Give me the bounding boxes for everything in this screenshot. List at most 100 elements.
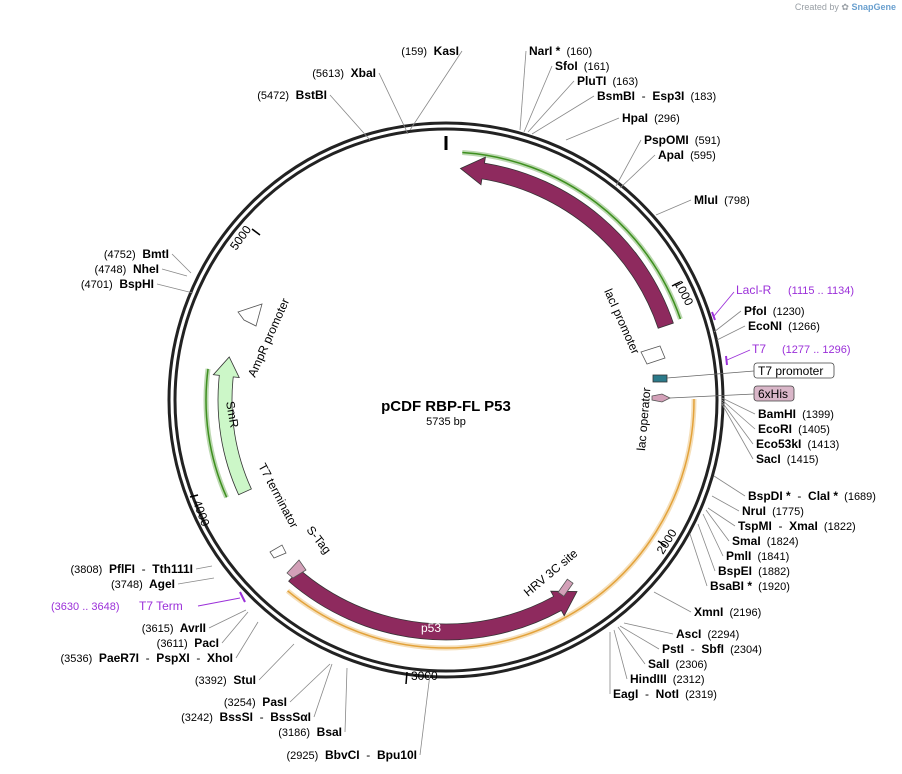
site-leader [617, 626, 646, 665]
site-label-part: (2312) [667, 674, 705, 686]
snapgene-logo-icon: ✿ [841, 2, 849, 12]
site-label: (4752) BmtI [104, 247, 169, 261]
site-label-part: BssSI [213, 710, 253, 724]
site-label-part: BstBI [289, 88, 327, 102]
site-pluti: PluTI (163) [527, 74, 638, 133]
site-label: PfoI (1230) [744, 304, 805, 318]
site-label-part: PfoI [744, 304, 767, 318]
site-leader [721, 399, 756, 430]
site-label-part: BbvCI [318, 748, 359, 762]
site-nhei: (4748) NheI [95, 262, 188, 277]
primer-t7-range: (1277 .. 1296) [782, 344, 851, 356]
site-sfoi: SfoI (161) [523, 59, 609, 133]
hrv3c-feature [557, 578, 574, 597]
site-label: (3748) AgeI [111, 577, 175, 591]
site-label: XmnI (2196) [694, 605, 761, 619]
small-features [237, 303, 671, 597]
site-pasi: (3254) PasI [224, 663, 331, 709]
site-label-part: XhoI [200, 651, 233, 665]
site-agei: (3748) AgeI [111, 577, 215, 591]
site-label-part: BssSαI [264, 710, 311, 724]
site-label-part: (1920) [752, 581, 790, 593]
site-label-part: (1824) [761, 536, 799, 548]
t7-promoter-feature [652, 374, 668, 383]
site-label-part: (3392) [195, 675, 227, 687]
site-label-part: PspXI [150, 651, 190, 665]
site-label-part: BspEI [718, 564, 752, 578]
t7-terminator-feature [269, 544, 287, 559]
site-label-part: (2294) [701, 629, 739, 641]
site-label-part: XbaI [344, 66, 376, 80]
feature-label-lac-operator: lac operator [634, 387, 653, 451]
site-label-part: PflFI [102, 562, 135, 576]
site-label-part: EagI [613, 687, 638, 701]
site-label-part: PacI [188, 636, 219, 650]
site-label-part: (5472) [257, 90, 289, 102]
site-label-part: BsmBI [597, 89, 635, 103]
site-label: (5613) XbaI [312, 66, 376, 80]
credit-prefix: Created by [794, 2, 839, 12]
site-label-part: (1230) [767, 306, 805, 318]
site-avrii: (3615) AvrII [142, 609, 247, 635]
site-label: (3392) StuI [195, 673, 256, 687]
site-saci: SacI (1415) [721, 403, 819, 466]
site-label-part: (5613) [312, 68, 344, 80]
primer-laci-r-range: (1115 .. 1134) [788, 285, 854, 297]
site-leader [161, 268, 188, 277]
site-label-part: (3536) [60, 653, 92, 665]
site-leader [344, 667, 348, 733]
site-label: ApaI (595) [658, 148, 716, 162]
site-leader [721, 403, 754, 460]
laci-guide-arc-line [462, 151, 682, 320]
feature-label-t7-terminator: T7 terminator [255, 461, 301, 531]
site-leader [615, 139, 642, 187]
site-label-part: BmtI [136, 247, 169, 261]
site-label-part: (1405) [792, 424, 830, 436]
site-label-part: (1775) [766, 506, 804, 518]
site-hindiii: HindIII (2312) [613, 629, 705, 686]
site-label-part: (296) [648, 113, 680, 125]
site-leader [523, 65, 553, 133]
site-leader [689, 533, 708, 587]
site-label-part: (3186) [278, 727, 310, 739]
site-tspmi: TspMI - XmaI (1822) [707, 507, 856, 533]
site-label: (4748) NheI [95, 262, 159, 276]
site-label: (3615) AvrII [142, 621, 206, 635]
stag-feature [286, 559, 307, 579]
site-pflfi: (3808) PflFI - Tth111I [71, 562, 213, 576]
site-label: MluI (798) [694, 193, 750, 207]
site-ecori: EcoRI (1405) [721, 399, 830, 436]
site-label: SalI (2306) [648, 657, 707, 671]
site-leader [702, 513, 724, 557]
site-leader [329, 94, 371, 141]
site-label: PmlI (1841) [726, 549, 789, 563]
site-bsssi: (3242) BssSI - BssSαI [181, 663, 333, 724]
site-label-part: (3242) [181, 712, 213, 724]
site-label-part: ClaI * [801, 489, 838, 503]
feature-label-p53: p53 [421, 621, 441, 635]
site-leader [655, 199, 692, 216]
site-label-part: (1415) [781, 454, 819, 466]
site-label-part: Esp3I [646, 89, 685, 103]
site-leader [619, 625, 660, 650]
site-bsabi: BsaBI * (1920) [689, 533, 790, 593]
site-sali: SalI (2306) [617, 626, 707, 671]
site-label-part: (2319) [679, 689, 717, 701]
site-label: EcoNI (1266) [748, 319, 820, 333]
site-label-part: (595) [684, 150, 716, 162]
site-label-part: (159) [401, 46, 427, 58]
site-label-part: (161) [578, 61, 610, 73]
site-leader [707, 507, 736, 527]
site-label-part: (4748) [95, 264, 127, 276]
site-leader [221, 611, 249, 644]
site-label-part: - [139, 651, 150, 665]
site-label-part: (4752) [104, 249, 136, 261]
feature-label-stag: S-Tag [304, 523, 334, 556]
site-label: PluTI (163) [577, 74, 638, 88]
site-label: SfoI (161) [555, 59, 609, 73]
site-label-part: EcoNI [748, 319, 782, 333]
site-label: (3254) PasI [224, 695, 287, 709]
site-xbai: (5613) XbaI [312, 66, 409, 135]
site-leader [171, 253, 192, 274]
site-leader [258, 643, 295, 681]
